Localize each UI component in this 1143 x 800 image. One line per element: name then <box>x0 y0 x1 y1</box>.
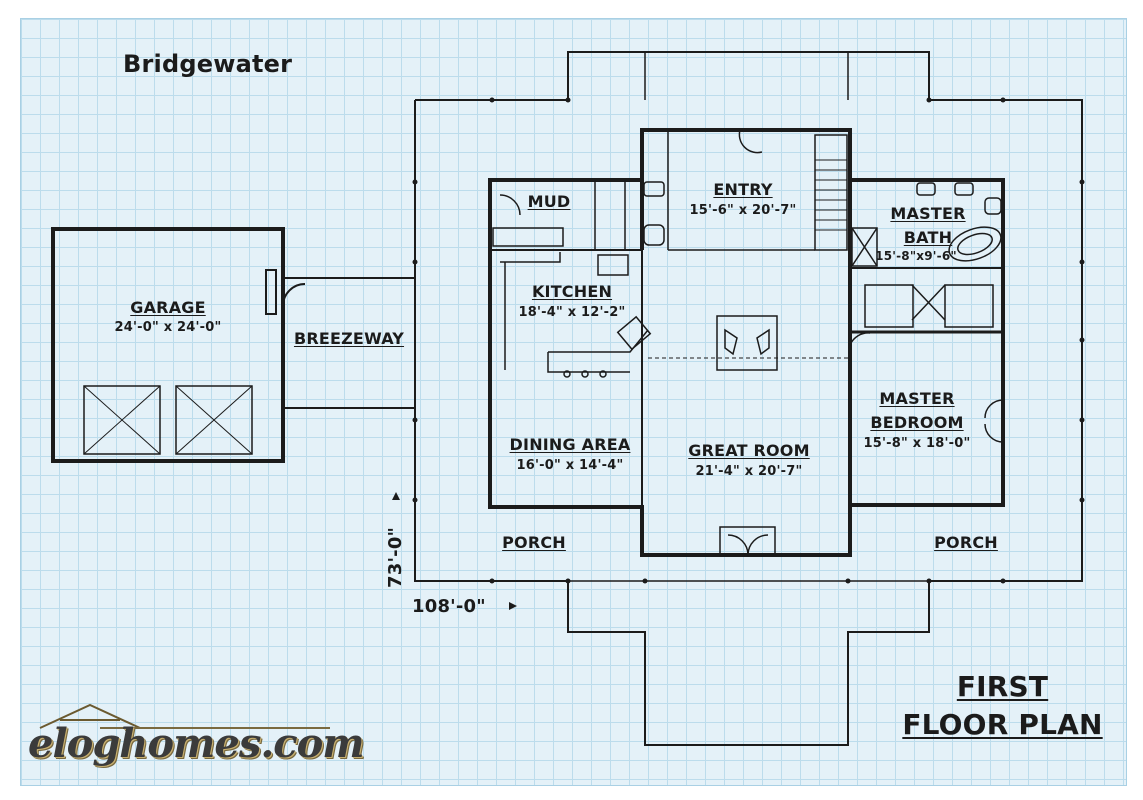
porch-right-label: PORCH <box>934 533 998 552</box>
floor-plan-heading: FIRST FLOOR PLAN <box>900 668 1105 744</box>
dining-dims: 16'-0" x 14'-4" <box>516 458 624 473</box>
porch-outline <box>414 51 1083 746</box>
master-bedroom-label-2: BEDROOM <box>870 413 964 432</box>
master-bath-label-2: BATH <box>903 228 953 247</box>
garage-dims: 24'-0" x 24'-0" <box>114 320 222 335</box>
garage-walls <box>51 227 285 463</box>
master-bath-label-1: MASTER <box>890 204 966 223</box>
depth-arrow-icon <box>392 492 400 500</box>
logo-roof-icon <box>39 703 141 729</box>
interior-details <box>492 129 1004 556</box>
great-room-dims: 21'-4" x 20'-7" <box>695 464 803 479</box>
grid-background <box>20 18 1127 786</box>
kitchen-dims: 18'-4" x 12'-2" <box>518 305 626 320</box>
width-arrow-icon <box>509 602 517 610</box>
master-bedroom-label-1: MASTER <box>879 389 955 408</box>
porch-posts <box>412 97 1085 584</box>
garage-label: GARAGE <box>130 298 206 317</box>
great-room-label: GREAT ROOM <box>688 441 810 460</box>
dining-label: DINING AREA <box>509 435 631 454</box>
master-bath-dims: 15'-8"x9'-6" <box>875 249 957 263</box>
master-bedroom-dims: 15'-8" x 18'-0" <box>863 436 971 451</box>
heading-line-2: FLOOR PLAN <box>902 708 1103 741</box>
overall-width: 108'-0" <box>412 596 486 617</box>
mud-label: MUD <box>527 192 571 211</box>
overall-depth: 73'-0" <box>385 526 406 588</box>
breezeway-label: BREEZEWAY <box>293 329 405 348</box>
breezeway-walls <box>265 269 415 409</box>
heading-line-1: FIRST <box>956 670 1049 703</box>
entry-label: ENTRY <box>713 180 773 199</box>
kitchen-label: KITCHEN <box>531 282 613 301</box>
entry-dims: 15'-6" x 20'-7" <box>689 203 797 218</box>
plan-title: Bridgewater <box>123 50 293 78</box>
porch-left-label: PORCH <box>502 533 566 552</box>
brand-logo: eloghomes.com <box>28 720 365 767</box>
